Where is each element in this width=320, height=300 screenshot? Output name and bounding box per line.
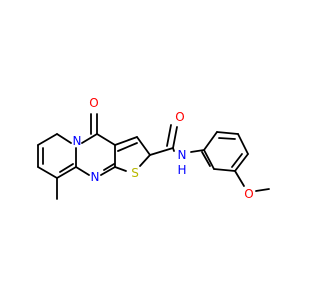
hydrogen-label: H bbox=[177, 163, 186, 177]
structure-canvas: O O N N S N H O bbox=[37, 96, 270, 201]
bond bbox=[139, 154, 151, 167]
bond bbox=[136, 136, 151, 156]
bond bbox=[218, 137, 236, 140]
bond bbox=[237, 133, 249, 155]
bond bbox=[234, 153, 249, 172]
bond bbox=[114, 166, 127, 172]
nitrogen-label: N bbox=[178, 148, 187, 162]
bond bbox=[56, 166, 77, 179]
bond bbox=[172, 147, 175, 152]
atom-label-layer: O O N N S N H O bbox=[73, 96, 254, 201]
bond bbox=[213, 168, 236, 172]
bond bbox=[190, 149, 205, 153]
oxygen-label: O bbox=[244, 187, 253, 201]
oxygen-label: O bbox=[175, 110, 184, 124]
bond bbox=[201, 151, 211, 167]
nitrogen-label: N bbox=[73, 134, 82, 148]
bond bbox=[255, 188, 270, 192]
bond bbox=[75, 166, 90, 176]
bond bbox=[56, 133, 72, 144]
oxygen-label: O bbox=[89, 96, 98, 110]
bond bbox=[81, 133, 98, 144]
sulfur-label: S bbox=[131, 166, 139, 180]
bond bbox=[234, 170, 245, 187]
bond bbox=[100, 166, 116, 176]
bond bbox=[203, 131, 218, 151]
bond bbox=[103, 163, 115, 171]
bond bbox=[117, 142, 138, 152]
bond-layer bbox=[37, 113, 270, 200]
nitrogen-label: N bbox=[91, 170, 100, 184]
bond bbox=[203, 149, 215, 170]
bond bbox=[216, 131, 239, 135]
bond bbox=[166, 124, 172, 147]
bond bbox=[59, 163, 74, 173]
bond bbox=[96, 133, 116, 146]
bond bbox=[37, 166, 58, 179]
bond bbox=[114, 136, 138, 146]
molecule-diagram: O O N N S N H O bbox=[37, 96, 270, 201]
bond bbox=[172, 126, 178, 149]
bond bbox=[37, 133, 58, 146]
bond bbox=[149, 147, 174, 156]
bond bbox=[231, 153, 243, 168]
